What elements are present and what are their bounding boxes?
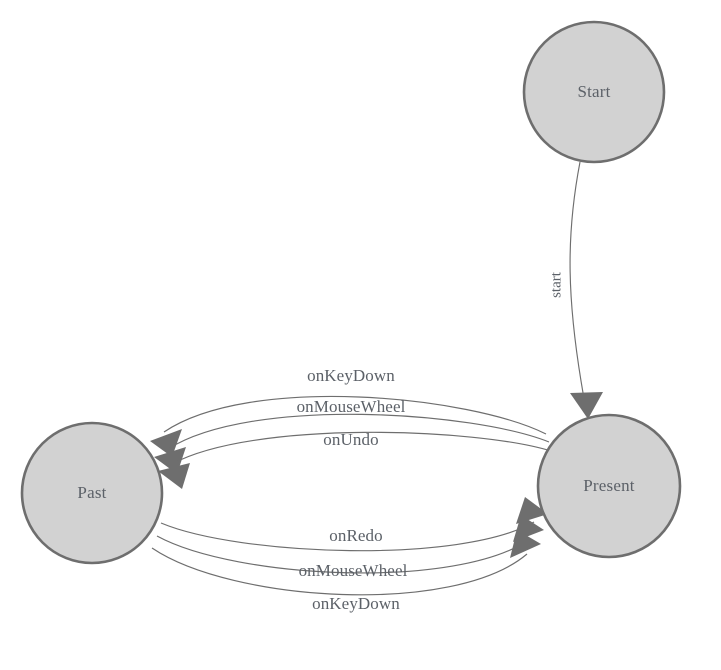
- edge-path-start-present: [569, 161, 586, 405]
- edge-past-to-present-onredo[interactable]: onRedo: [160, 497, 548, 552]
- edge-path-past-present-onredo: [160, 521, 535, 552]
- node-present-label: Present: [583, 476, 635, 495]
- edge-arrowhead-present-past-onundo: [158, 463, 190, 489]
- node-start-label: Start: [577, 82, 610, 101]
- node-past[interactable]: Past: [20, 421, 164, 565]
- edge-path-present-past-onmousewheel: [167, 413, 550, 450]
- edge-start-to-present[interactable]: start: [548, 161, 603, 419]
- edge-past-to-present-onkeydown[interactable]: onKeyDown: [151, 530, 541, 613]
- node-past-circle[interactable]: [20, 421, 164, 565]
- edge-label-start: start: [548, 271, 564, 298]
- edge-past-to-present-onmousewheel[interactable]: onMouseWheel: [156, 515, 544, 580]
- edge-path-present-past-onkeydown: [163, 395, 547, 435]
- edge-label-past-present-onmousewheel: onMouseWheel: [299, 561, 408, 580]
- edge-path-past-present-onmousewheel: [156, 535, 531, 574]
- edge-arrowhead-present-past-onkeydown: [150, 429, 182, 457]
- edge-present-to-past-onundo[interactable]: onUndo: [158, 430, 552, 489]
- edge-label-present-past-onmousewheel: onMouseWheel: [297, 397, 406, 416]
- edge-label-past-present-onredo: onRedo: [329, 526, 382, 545]
- node-start-circle[interactable]: [522, 20, 666, 164]
- node-start[interactable]: Start: [522, 20, 666, 164]
- edges-layer: start onKeyDown onMouseWheel onUndo onRe…: [150, 161, 603, 613]
- node-present-circle[interactable]: [536, 413, 682, 559]
- node-present[interactable]: Present: [536, 413, 682, 559]
- edge-path-past-present-onkeydown: [151, 547, 528, 596]
- edge-arrowhead-past-present-onkeydown: [510, 530, 541, 558]
- nodes-layer: Start Past Present: [20, 20, 682, 565]
- edge-path-present-past-onundo: [171, 431, 552, 465]
- edge-present-to-past-onkeydown[interactable]: onKeyDown: [150, 366, 547, 457]
- edge-label-present-past-onkeydown: onKeyDown: [307, 366, 395, 385]
- edge-label-present-past-onundo: onUndo: [323, 430, 378, 449]
- edge-arrowhead-start-present: [570, 392, 603, 419]
- edge-label-past-present-onkeydown: onKeyDown: [312, 594, 400, 613]
- node-past-label: Past: [77, 483, 106, 502]
